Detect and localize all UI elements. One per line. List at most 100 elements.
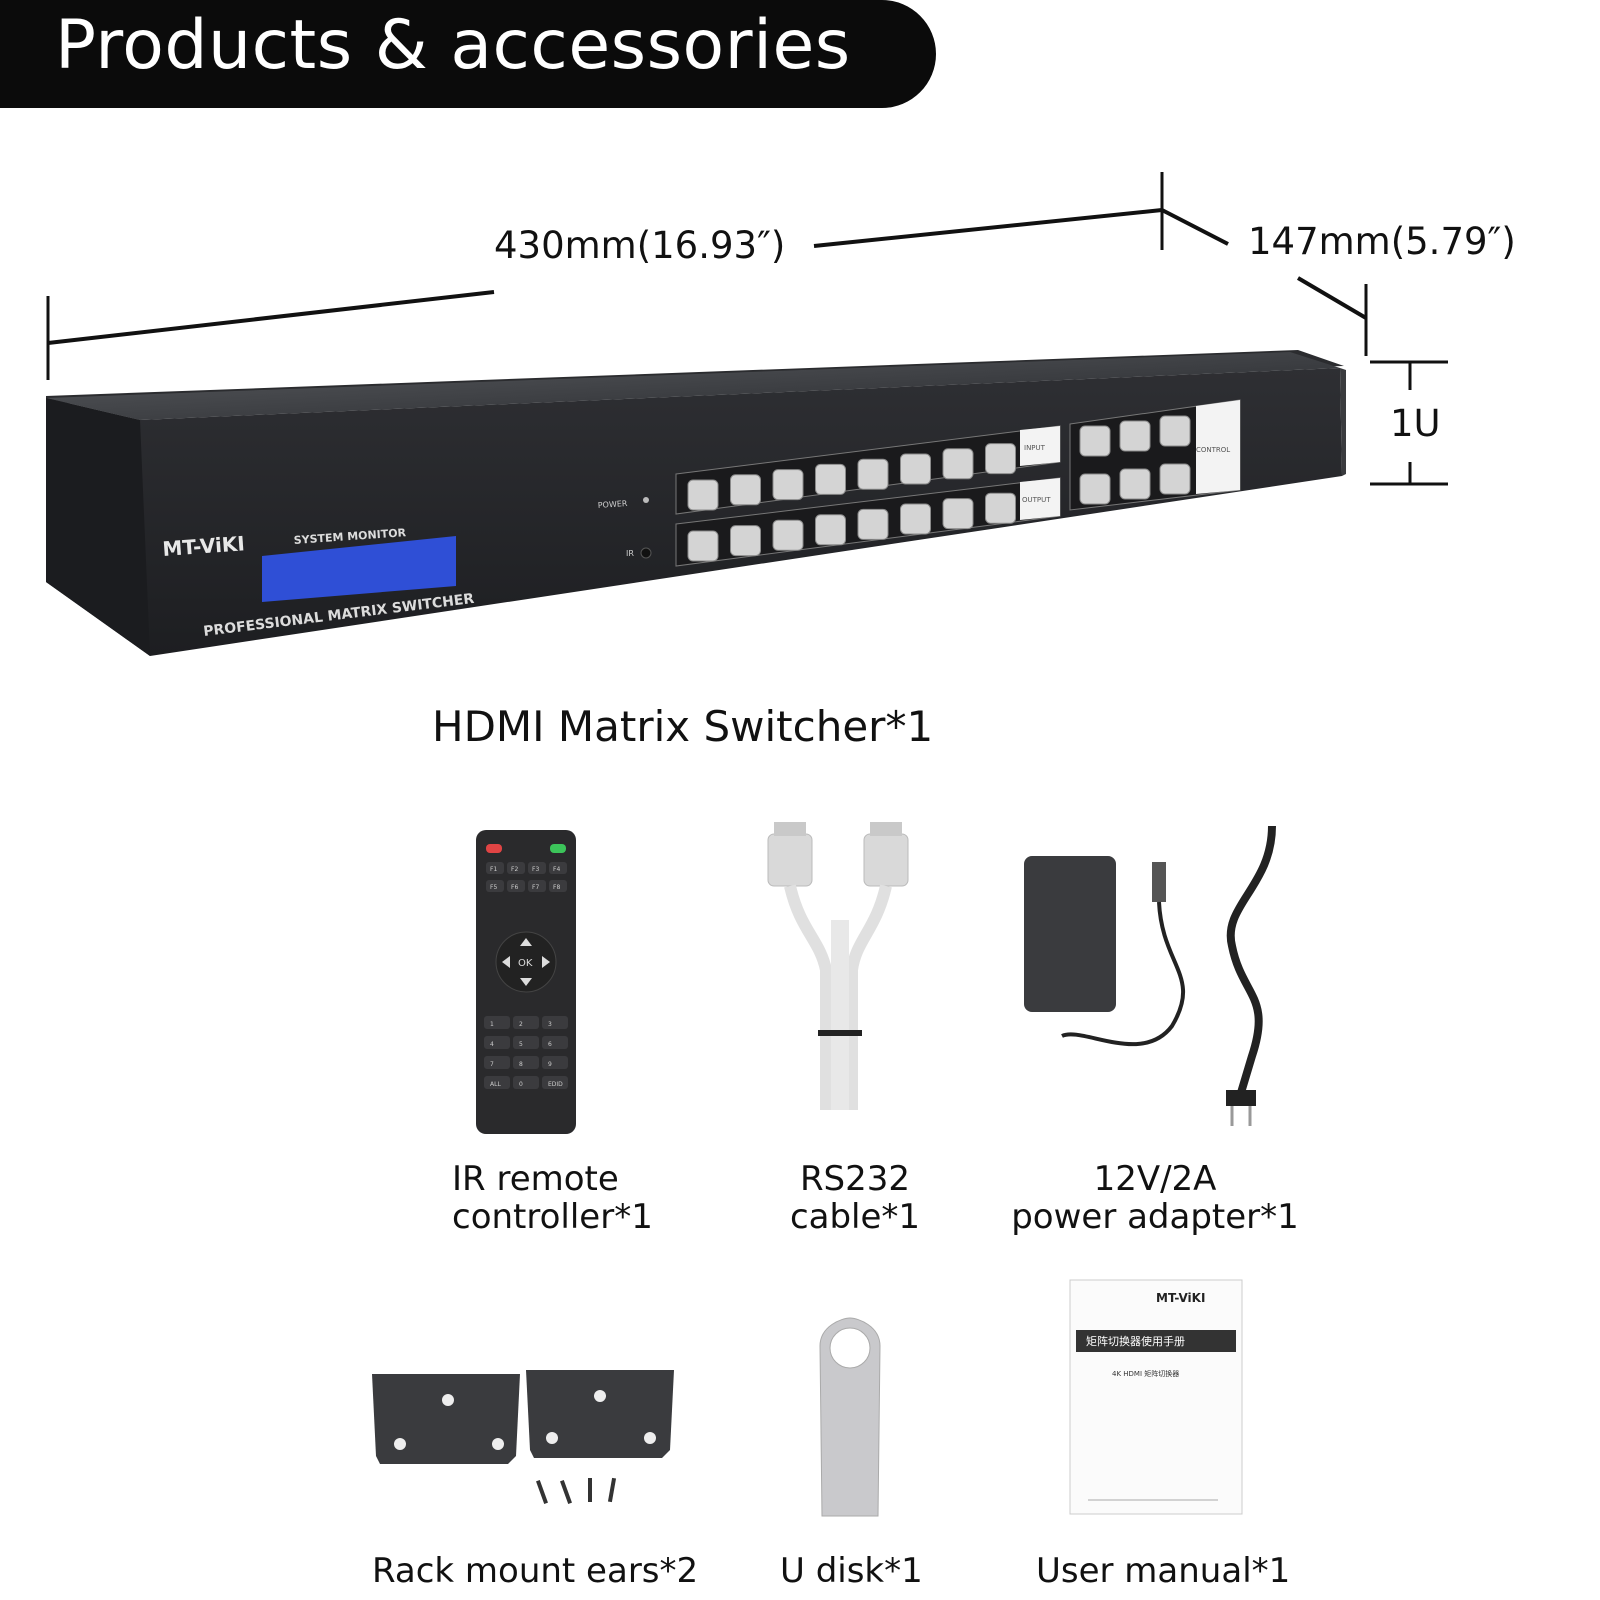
remote-digit-label: 5 — [519, 1041, 523, 1048]
input-button-3 — [772, 469, 804, 501]
remote-digit-key — [484, 1016, 510, 1029]
label-ir-remote-line2: controller*1 — [452, 1197, 653, 1237]
label-rs232-line1: RS232 — [799, 1159, 911, 1199]
dimension-width: 430mm(16.93″) — [494, 224, 786, 267]
ir-sensor — [640, 547, 652, 559]
control-button-bottom-1 — [1079, 473, 1111, 505]
remote-digit-label: 2 — [519, 1021, 523, 1028]
label-power-adapter-line2: power adapter*1 — [1011, 1197, 1299, 1237]
remote-dpad — [495, 931, 557, 993]
dim-line-depth-bottom — [1296, 276, 1368, 320]
power-label: POWER — [598, 499, 629, 510]
manual-cover — [1069, 1279, 1243, 1515]
remote-fkey — [507, 880, 525, 892]
db9-shell-right — [870, 822, 902, 836]
remote-digit-label: 8 — [519, 1061, 523, 1068]
control-button-bottom-3 — [1159, 463, 1191, 495]
remote-fkey — [528, 862, 546, 874]
remote-fkey-label: F7 — [532, 884, 539, 891]
label-user-manual: User manual*1 — [1036, 1551, 1291, 1591]
output-button-1 — [687, 530, 719, 562]
ac-plug — [1226, 1090, 1256, 1106]
remote-fkey — [486, 880, 504, 892]
remote-digit-label: ALL — [490, 1081, 501, 1088]
cable-right — [846, 884, 892, 1110]
rack-ear-right — [526, 1370, 674, 1458]
remote-digit-key — [513, 1076, 539, 1089]
label-rack-ears: Rack mount ears*2 — [372, 1551, 699, 1591]
remote-fkey-label: F2 — [511, 866, 518, 873]
remote-power-green — [550, 844, 566, 853]
output-button-3 — [772, 519, 804, 551]
device-right-edge — [1340, 368, 1346, 476]
rack-ear-left — [372, 1374, 520, 1464]
arrow-left-icon — [502, 956, 510, 968]
remote-fkey — [549, 880, 567, 892]
screws — [536, 1477, 617, 1504]
cable-coil — [831, 920, 849, 1110]
input-button-2 — [730, 474, 761, 506]
manual-brand: MT-ViKI — [1156, 1291, 1205, 1305]
remote-digit-key — [484, 1076, 510, 1089]
remote-digit-key — [542, 1056, 568, 1069]
input-label-plate — [1020, 426, 1060, 466]
remote-digit-key — [484, 1036, 510, 1049]
adapter-brick — [1024, 856, 1116, 1012]
manual-title-bar — [1076, 1330, 1236, 1352]
dimension-depth: 147mm(5.79″) — [1248, 220, 1516, 263]
remote-digit-key — [542, 1036, 568, 1049]
control-button-top-2 — [1119, 420, 1151, 452]
manual-title: 矩阵切换器使用手册 — [1086, 1334, 1185, 1348]
lcd-screen — [262, 536, 456, 602]
output-button-4 — [815, 514, 846, 546]
label-rs232-line2: cable*1 — [789, 1197, 921, 1237]
dimension-height: 1U — [1390, 402, 1441, 445]
db9-connector-left — [767, 833, 813, 887]
dim-line-width-right — [813, 208, 1163, 248]
remote-digit-label: EDID — [548, 1081, 563, 1088]
remote-fkey-label: F1 — [490, 866, 497, 873]
input-button-6 — [900, 453, 931, 485]
control-button-top-1 — [1079, 425, 1111, 457]
ear-hole-2 — [394, 1438, 406, 1450]
db9-shell-left — [774, 822, 806, 836]
remote-fkey — [486, 862, 504, 874]
u-disk-keyring-hole — [829, 1327, 871, 1369]
output-button-2 — [730, 525, 761, 557]
input-button-5 — [857, 458, 889, 490]
remote-digit-label: 6 — [548, 1041, 552, 1048]
page-title: Products & accessories — [55, 6, 851, 85]
output-button-5 — [857, 508, 889, 540]
control-label-plate — [1196, 400, 1240, 494]
ear-hole-6 — [644, 1432, 656, 1444]
dim-line-width-left — [47, 290, 495, 345]
rs232-cable-illustration — [767, 822, 909, 1110]
remote-digit-label: 7 — [490, 1061, 494, 1068]
dc-plug — [1152, 862, 1166, 902]
output-button-8 — [985, 492, 1016, 524]
remote-digit-label: 1 — [490, 1021, 494, 1028]
output-button-7 — [942, 498, 974, 530]
brand-logo: MT-ViKI — [162, 531, 246, 561]
label-u-disk: U disk*1 — [780, 1551, 923, 1591]
u-disk-illustration — [819, 1317, 881, 1517]
device-side — [46, 398, 150, 656]
device-buttons — [687, 415, 1191, 562]
input-button-7 — [942, 448, 974, 480]
user-manual-illustration: MT-ViKI 矩阵切换器使用手册 4K HDMI 矩阵切换器 — [1069, 1279, 1243, 1515]
output-label: OUTPUT — [1022, 496, 1051, 504]
input-label: INPUT — [1024, 444, 1046, 452]
db9-connector-right — [863, 833, 909, 887]
label-power-adapter-line1: 12V/2A — [1093, 1159, 1217, 1199]
remote-digit-label: 0 — [519, 1081, 523, 1088]
remote-digit-label: 3 — [548, 1021, 552, 1028]
power-led — [643, 497, 649, 503]
label-ir-remote: IR remote controller*1 — [452, 1160, 653, 1236]
remote-digit-key — [542, 1016, 568, 1029]
remote-ok-label: OK — [518, 958, 533, 969]
remote-fkey-label: F8 — [553, 884, 560, 891]
device-top — [46, 352, 1340, 420]
remote-fkey — [528, 880, 546, 892]
remote-digit-key — [513, 1016, 539, 1029]
